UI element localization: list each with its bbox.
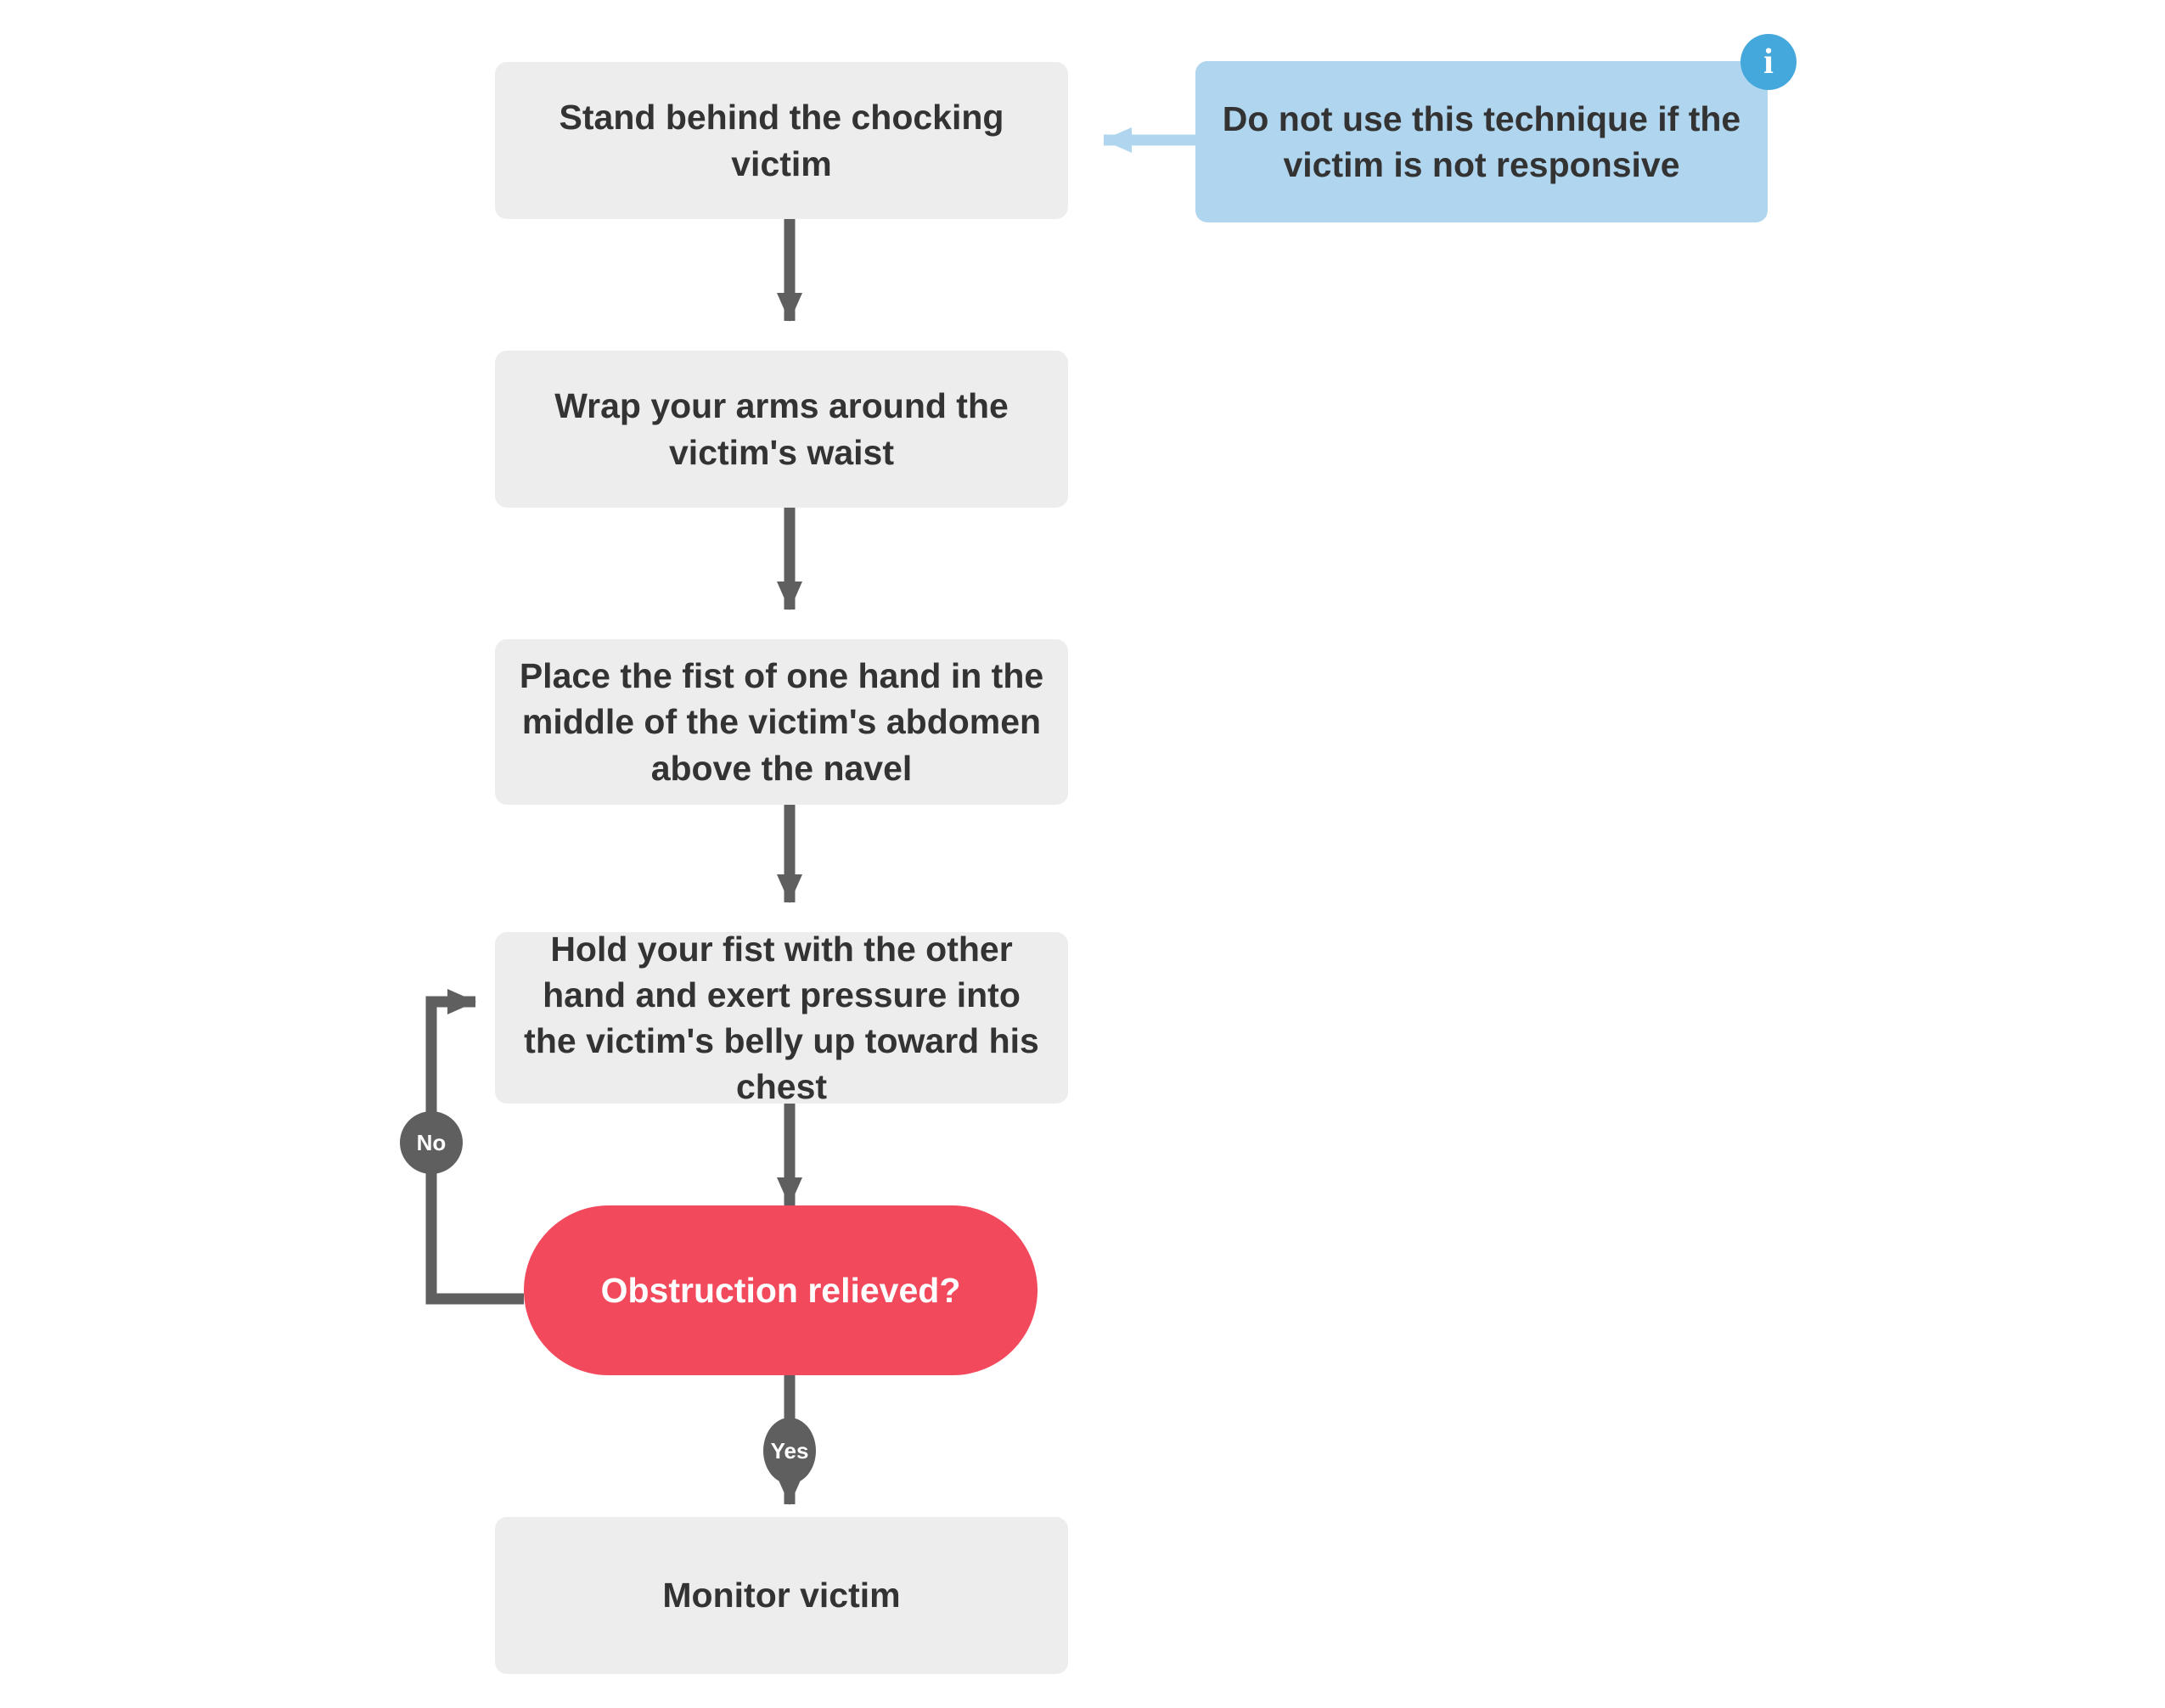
edge-label-text: No [416,1129,447,1155]
node-label: Stand behind the chocking victim [559,98,1004,183]
edge-label-yes: Yes [763,1418,816,1484]
node-stand-behind-victim[interactable]: Stand behind the chocking victim [495,62,1068,219]
node-hold-fist[interactable]: Hold your fist with the other hand and e… [495,930,1068,1106]
info-icon-glyph: i [1763,42,1774,81]
node-label: Obstruction relieved? [600,1270,961,1310]
node-wrap-arms[interactable]: Wrap your arms around the victim's waist [495,351,1068,508]
node-label: Monitor victim [662,1576,901,1615]
edge-label-text: Yes [770,1437,809,1464]
node-label: Hold your fist with the other hand and e… [524,929,1039,1107]
node-monitor-victim[interactable]: Monitor victim [495,1517,1068,1674]
edge-label-no: No [400,1111,463,1174]
node-place-fist[interactable]: Place the fist of one hand in the middle… [495,639,1068,805]
node-label: Do not use this technique if the victim … [1222,98,1741,184]
node-note-not-responsive[interactable]: Do not use this technique if the victim … [1195,61,1768,222]
node-obstruction-relieved[interactable]: Obstruction relieved? [524,1205,1038,1375]
node-label: Wrap your arms around the victim's waist [554,386,1009,472]
node-label: Place the fist of one hand in the middle… [519,656,1044,788]
info-icon[interactable]: i [1740,34,1797,90]
